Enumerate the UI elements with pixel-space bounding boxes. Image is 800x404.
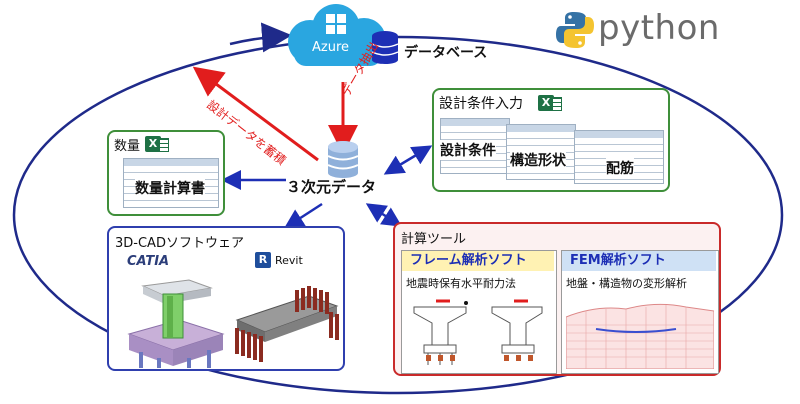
revit-structure-model-image bbox=[235, 286, 339, 362]
revit-logo-label: Revit bbox=[275, 254, 303, 267]
frame-analysis-caption: 地震時保有水平耐力法 bbox=[406, 277, 516, 290]
excel-icon: X bbox=[145, 136, 169, 152]
cad-title: 3D-CADソフトウェア bbox=[115, 236, 244, 251]
frame-analysis-card: フレーム解析ソフト 地震時保有水平耐力法 bbox=[401, 250, 557, 374]
quantity-sheet-label: 数量計算書 bbox=[135, 178, 205, 198]
database-label: データベース bbox=[404, 45, 488, 61]
reinforcement-label: 配筋 bbox=[606, 158, 634, 178]
database-icon bbox=[371, 31, 399, 64]
design-sheet-3 bbox=[574, 130, 664, 184]
cad-panel: 3D-CADソフトウェア CATIA R Revit bbox=[107, 226, 345, 371]
calc-tools-panel: 計算ツール フレーム解析ソフト 地震時保有水平耐力法 FEM解析ソフト 地盤・構… bbox=[393, 222, 721, 376]
arrow-to-design-input bbox=[383, 145, 433, 175]
design-input-panel: 設計条件入力 X 設計条件 構造形状 配筋 bbox=[432, 88, 670, 192]
ellipse-arrow-head bbox=[229, 22, 292, 53]
fem-analysis-header: FEM解析ソフト bbox=[562, 251, 716, 271]
quantity-title: 数量 bbox=[114, 139, 141, 154]
frame-analysis-header: フレーム解析ソフト bbox=[402, 251, 554, 271]
store-data-arrow bbox=[192, 66, 319, 162]
center-3d-data-label: ３次元データ bbox=[286, 178, 377, 196]
azure-label: Azure bbox=[312, 40, 350, 55]
calc-title: 計算ツール bbox=[401, 232, 467, 247]
excel-icon: X bbox=[538, 95, 562, 111]
fem-analysis-card: FEM解析ソフト 地盤・構造物の変形解析 bbox=[561, 250, 719, 374]
design-input-title: 設計条件入力 bbox=[439, 96, 523, 112]
catia-logo-label: CATIA bbox=[127, 254, 170, 269]
python-label: python bbox=[598, 8, 720, 48]
quantity-panel: 数量 X 数量計算書 bbox=[107, 130, 225, 216]
arrow-to-calc bbox=[365, 203, 403, 227]
structure-shape-label: 構造形状 bbox=[510, 150, 566, 170]
python-logo-icon bbox=[556, 12, 594, 48]
fem-analysis-caption: 地盤・構造物の変形解析 bbox=[566, 277, 687, 290]
revit-icon: R bbox=[255, 252, 271, 268]
design-condition-label: 設計条件 bbox=[440, 140, 496, 160]
fem-mesh-drawing bbox=[566, 303, 714, 369]
catia-pier-model-image bbox=[127, 279, 225, 368]
arrow-to-cad bbox=[283, 202, 323, 229]
frame-analysis-drawing bbox=[413, 299, 543, 365]
center-database-icon bbox=[327, 141, 359, 178]
